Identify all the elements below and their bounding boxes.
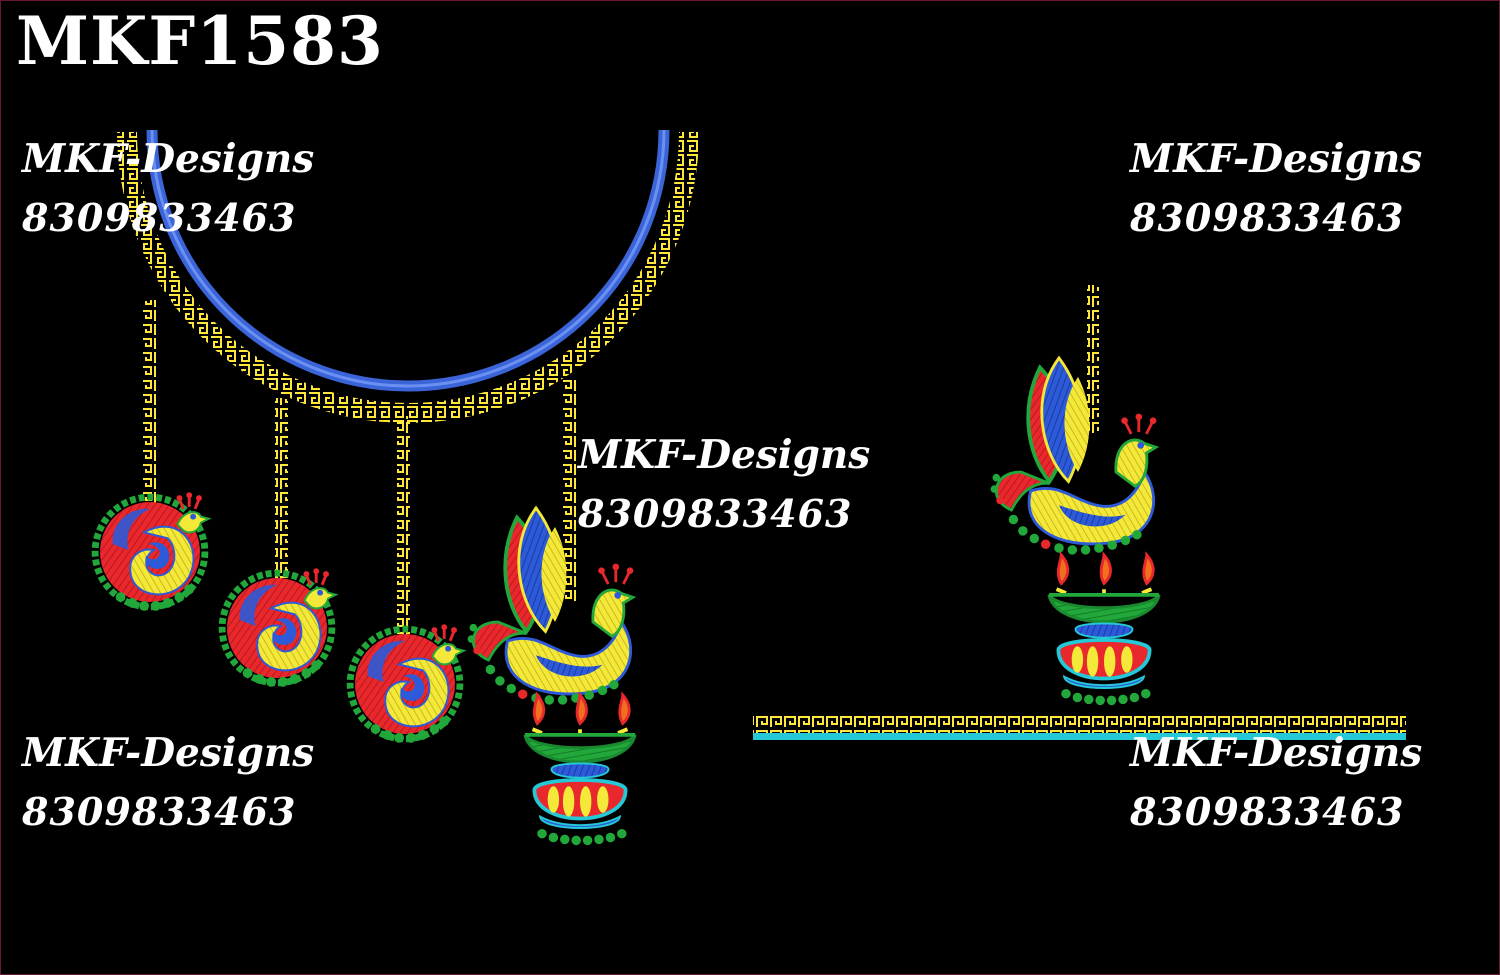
peacock-dangler-2 bbox=[222, 568, 336, 687]
watermark-phone: 8309833463 bbox=[22, 195, 297, 240]
hanging-chains bbox=[143, 285, 1099, 642]
watermark-brand: MKF-Designs bbox=[578, 432, 871, 478]
peacock-dangler-1 bbox=[95, 492, 209, 611]
watermark-bottom-right: MKF-Designs 8309833463 bbox=[1130, 734, 1422, 831]
peacock-dangler-3 bbox=[350, 624, 464, 743]
watermark-brand: MKF-Designs bbox=[1130, 730, 1423, 776]
neckline-motif bbox=[117, 129, 699, 423]
sleeve-border bbox=[753, 716, 1406, 740]
watermark-brand: MKF-Designs bbox=[1130, 136, 1423, 182]
watermark-phone: 8309833463 bbox=[22, 789, 297, 834]
watermark-brand: MKF-Designs bbox=[22, 730, 315, 776]
design-code: MKF1583 bbox=[16, 2, 384, 80]
watermark-top-left: MKF-Designs 8309833463 bbox=[22, 140, 314, 237]
watermark-phone: 8309833463 bbox=[578, 491, 853, 536]
watermark-brand: MKF-Designs bbox=[22, 136, 315, 182]
watermark-top-right: MKF-Designs 8309833463 bbox=[1130, 140, 1422, 237]
peacock-lamp-right bbox=[988, 356, 1161, 707]
watermark-bottom-left: MKF-Designs 8309833463 bbox=[22, 734, 314, 831]
peacock-lamp-left bbox=[465, 506, 637, 847]
watermark-center: MKF-Designs 8309833463 bbox=[578, 436, 870, 533]
watermark-phone: 8309833463 bbox=[1130, 789, 1405, 834]
watermark-phone: 8309833463 bbox=[1130, 195, 1405, 240]
